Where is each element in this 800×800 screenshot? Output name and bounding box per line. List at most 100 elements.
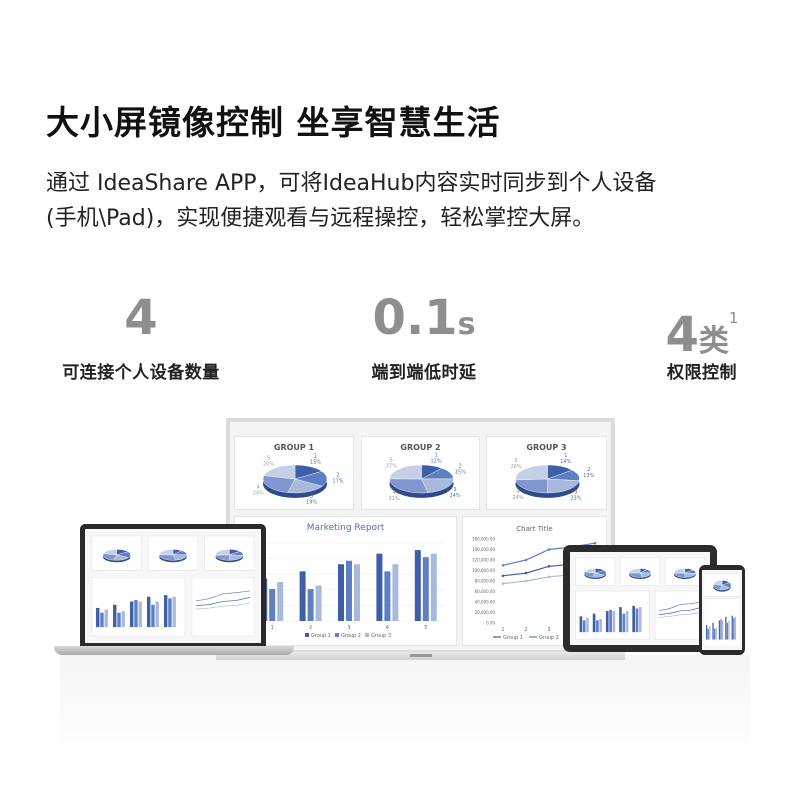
- phone-bar: [728, 620, 730, 640]
- pie-label-number: 1: [434, 452, 437, 458]
- laptop-mirror: [91, 535, 255, 637]
- bar: [414, 550, 421, 621]
- pie-label-percent: 19%: [306, 499, 317, 505]
- pie-chart-3: 114%213%323%424%526%: [511, 453, 595, 501]
- stat-footnote: 1: [728, 309, 739, 327]
- line-point: [593, 541, 597, 545]
- pie-label-percent: 26%: [511, 464, 522, 470]
- tablet-bar: [592, 613, 596, 633]
- tablet-bar: [609, 609, 612, 633]
- laptop-line-panel: [191, 577, 255, 637]
- bar: [346, 560, 352, 621]
- laptop-pie-slice: [158, 549, 174, 556]
- line-y-tick: 60,000.00: [475, 589, 496, 594]
- pie-label-number: 2: [587, 467, 590, 473]
- tablet-bar: [599, 618, 603, 633]
- stat-label: 端到端低时延: [371, 363, 477, 383]
- ideahub-logo: [410, 654, 432, 657]
- line-y-tick: 140,000.00: [472, 547, 495, 552]
- line-chart-title: Chart Title: [516, 525, 553, 533]
- tablet-bar: [596, 620, 599, 633]
- tablet-pie-slice: [673, 568, 685, 574]
- pie-label-number: 5: [515, 458, 518, 464]
- laptop-bar: [172, 596, 176, 628]
- pie-chart-2: 112%215%324%431%527%: [386, 452, 466, 502]
- line-y-tick: 100,000.00: [472, 568, 495, 573]
- line-point: [524, 579, 528, 583]
- laptop-pie-slice: [215, 549, 230, 556]
- line-x-tick: 3: [547, 627, 550, 633]
- stat-permission: 4类1 权限控制: [592, 288, 800, 383]
- pie-label-percent: 31%: [389, 496, 400, 502]
- bar: [299, 571, 306, 621]
- pie-label-percent: 15%: [310, 460, 321, 466]
- bar-legend-label: Group 2: [341, 633, 361, 639]
- phone-bar: [726, 622, 729, 640]
- pie-label-percent: 17%: [332, 479, 343, 485]
- line-x-tick: 1: [501, 627, 504, 633]
- pie-label-number: 1: [564, 453, 567, 459]
- pie-label-number: 3: [574, 490, 577, 496]
- laptop: [80, 524, 266, 648]
- bar: [307, 589, 314, 621]
- line-x-tick: 2: [524, 627, 527, 633]
- pie-1-slice: [263, 464, 296, 480]
- tablet-line: [659, 601, 701, 611]
- description-line-2: (手机\Pad)，实现便捷观看与远程操控，轻松掌控大屏。: [46, 206, 595, 231]
- stat-latency: 0.1s 端到端低时延: [314, 288, 534, 383]
- phone-bar: [714, 628, 716, 640]
- pie-label-number: 5: [390, 457, 393, 463]
- phone-bar: [712, 622, 714, 640]
- laptop-bar: [113, 604, 117, 628]
- bar: [354, 564, 360, 621]
- tablet-bar: [612, 611, 616, 633]
- laptop-bar: [117, 612, 121, 628]
- pie-label-percent: 13%: [583, 473, 594, 479]
- line-point: [547, 565, 551, 568]
- tablet-bar: [638, 607, 642, 633]
- phone: [699, 565, 745, 655]
- laptop-bar: [96, 607, 100, 628]
- line-y-tick: 80,000.00: [475, 579, 496, 584]
- bar-legend-swatch: [365, 633, 369, 637]
- laptop-line: [195, 602, 251, 610]
- phone-bar: [731, 615, 733, 640]
- pie-3-slice: [515, 478, 548, 494]
- line-y-tick: 40,000.00: [475, 600, 496, 605]
- stat-value: 4: [124, 290, 158, 346]
- bar-legend-label: Group 3: [371, 633, 391, 639]
- pie-label-number: 4: [257, 484, 260, 490]
- bar-chart-title: Marketing Report: [306, 523, 385, 533]
- laptop-bar: [104, 609, 108, 628]
- tablet: [563, 545, 717, 652]
- bar-legend-label: Group 1: [311, 633, 331, 639]
- stat-value: 0.1: [372, 290, 458, 346]
- pie-2-slice: [421, 478, 454, 493]
- phone-pie-slice: [713, 580, 723, 586]
- description-line-1: 通过 IdeaShare APP，可将IdeaHub内容实时同步到个人设备: [46, 171, 657, 196]
- line-y-tick: 120,000.00: [472, 558, 495, 563]
- phone-bar: [733, 618, 735, 640]
- pie-label-number: 5: [267, 456, 270, 462]
- phone-bar: [720, 619, 722, 640]
- laptop-bar: [155, 601, 159, 628]
- tablet-bar: [582, 620, 586, 633]
- tablet-pie-slice: [584, 568, 596, 574]
- tablet-bar: [635, 608, 639, 633]
- laptop-bar: [163, 595, 168, 628]
- tablet-bar: [586, 617, 589, 633]
- phone-display: [702, 570, 742, 650]
- stat-device-count: 4 可连接个人设备数量: [31, 288, 251, 383]
- bar: [376, 553, 383, 621]
- laptop-bar: [168, 598, 172, 628]
- pie-label-percent: 24%: [513, 495, 524, 501]
- stat-label: 可连接个人设备数量: [62, 363, 220, 383]
- laptop-line: [195, 590, 251, 602]
- pie-3-slice: [515, 464, 548, 481]
- bar: [430, 553, 437, 621]
- pie-label-percent: 24%: [449, 493, 460, 499]
- pie-label-number: 3: [310, 493, 313, 499]
- line-point: [501, 563, 505, 567]
